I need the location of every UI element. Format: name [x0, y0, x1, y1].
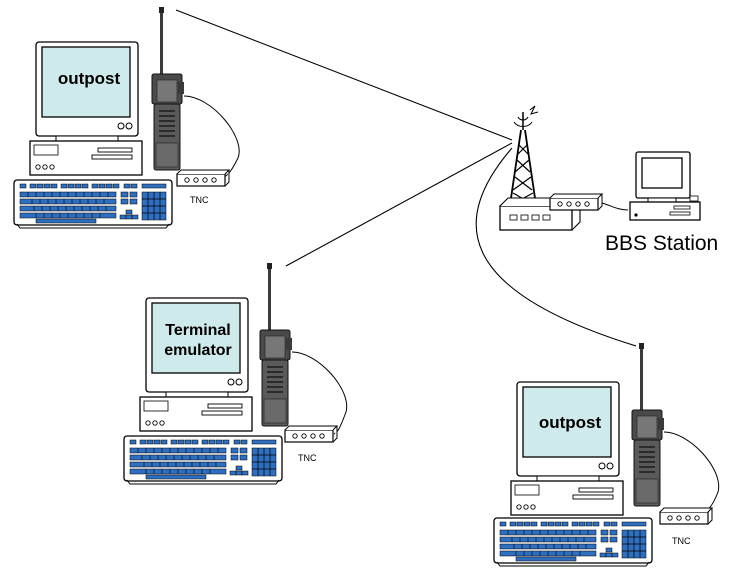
handheld-radio-icon [631, 342, 665, 507]
radio-cable [663, 431, 720, 517]
bbs-station-label: BBS Station [605, 232, 718, 255]
station-outpost-bottom: outpost TNC [493, 342, 720, 567]
antenna-tower-icon [509, 105, 539, 206]
tnc-label: TNC [298, 453, 317, 463]
handheld-radio-icon [259, 262, 293, 427]
screen-label: outpost [539, 413, 602, 432]
keyboard-icon [13, 179, 173, 229]
tnc-label: TNC [672, 536, 691, 546]
tnc-icon [659, 507, 713, 525]
link-station-1 [175, 9, 513, 141]
tnc-icon [176, 169, 230, 187]
screen-label-line-2: emulator [164, 342, 232, 359]
tnc-icon [284, 425, 338, 443]
tnc-icon [549, 193, 603, 211]
keyboard-icon [493, 517, 653, 567]
link-station-3 [475, 147, 637, 347]
radio-cable [183, 95, 240, 179]
bbs-station: BBS Station [499, 105, 718, 255]
link-station-2 [285, 142, 513, 267]
screen-label-line-1: Terminal [165, 322, 231, 339]
radio-cable [291, 351, 348, 435]
computer-icon [139, 297, 253, 432]
bbs-computer-icon [629, 151, 701, 221]
handheld-radio-icon [151, 6, 185, 171]
radio-links [175, 9, 637, 347]
keyboard-icon [123, 435, 283, 485]
station-outpost-top: outpost TNC [13, 6, 240, 229]
bbs-cable [601, 202, 629, 211]
station-terminal-emulator: Terminal emulator TNC [123, 262, 348, 485]
screen-label: outpost [58, 69, 121, 88]
computer-icon [29, 41, 143, 176]
tnc-label: TNC [190, 195, 209, 205]
computer-icon [510, 381, 624, 516]
